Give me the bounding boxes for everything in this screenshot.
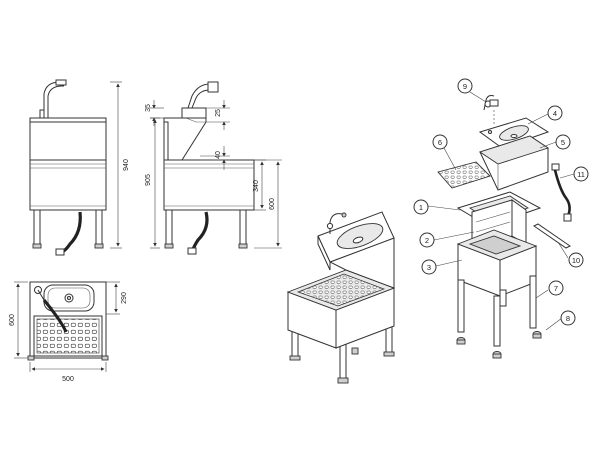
dim-bowl-height: 905 <box>145 174 152 186</box>
front-tap-spout-icon <box>47 85 64 118</box>
part-3-cabinet <box>456 229 538 297</box>
side-elevation: 35 905 25 40 340 600 <box>145 81 282 255</box>
dim-total-height: 940 <box>123 159 130 171</box>
svg-text:4: 4 <box>553 109 557 118</box>
callout-5: 5 <box>555 134 571 150</box>
dim-bowl-depth: 290 <box>121 292 128 304</box>
front-leg-right <box>95 209 103 247</box>
callout-10: 10 <box>568 252 584 268</box>
dim-plan-depth: 600 <box>9 314 16 326</box>
front-upper-body <box>29 121 107 161</box>
svg-text:3: 3 <box>427 263 431 272</box>
callout-11: 11 <box>573 166 589 182</box>
svg-text:7: 7 <box>554 284 558 293</box>
callout-4: 4 <box>547 105 563 121</box>
callout-2: 2 <box>419 232 435 248</box>
iso-grate <box>296 273 386 307</box>
part-9-tap <box>483 95 499 126</box>
plan-view: 600 290 500 <box>9 281 128 383</box>
iso-tap-icon <box>329 213 343 234</box>
callout-7: 7 <box>548 280 564 296</box>
exploded-view: 9 4 5 6 11 1 2 3 <box>413 78 589 359</box>
svg-text:10: 10 <box>572 256 580 265</box>
dim-counter-height: 600 <box>269 198 276 210</box>
iso-hand-bowl <box>336 223 384 249</box>
dim-plan-width: 500 <box>62 376 74 383</box>
svg-text:2: 2 <box>425 236 429 245</box>
part-10-bar <box>533 223 571 249</box>
svg-text:8: 8 <box>566 314 570 323</box>
front-elevation: 940 <box>29 79 130 256</box>
plan-hose <box>42 299 68 333</box>
side-drain-hose <box>190 211 209 253</box>
svg-text:9: 9 <box>463 82 467 91</box>
front-leg-left <box>33 209 41 247</box>
callout-3: 3 <box>421 259 437 275</box>
dim-pedestal-depth: 340 <box>253 180 260 192</box>
callout-9: 9 <box>457 78 473 94</box>
side-leg-right <box>239 209 247 247</box>
front-lower-body <box>29 159 107 211</box>
front-top-ledge <box>29 117 107 123</box>
part-7-legs <box>457 275 537 347</box>
side-bowl-profile <box>163 117 207 161</box>
front-drain-hose <box>61 211 82 254</box>
side-leg-left <box>165 209 173 247</box>
callout-6: 6 <box>432 134 448 150</box>
svg-text:1: 1 <box>419 203 423 212</box>
isometric-assembled-view <box>286 211 396 384</box>
callout-8: 8 <box>560 310 576 326</box>
part-6-grate <box>437 161 491 189</box>
dim-top-gap-a: 35 <box>145 104 152 112</box>
svg-text:6: 6 <box>438 138 442 147</box>
part-4-bowl-plate <box>478 117 550 149</box>
part-11-hose <box>551 163 572 222</box>
svg-text:11: 11 <box>577 170 585 179</box>
part-5-housing <box>478 135 550 191</box>
dim-spout-gap: 40 <box>215 151 222 159</box>
svg-text:5: 5 <box>561 138 565 147</box>
callout-1: 1 <box>413 199 429 215</box>
dim-top-gap-b: 25 <box>215 109 222 117</box>
side-lower-body <box>163 159 255 211</box>
part-8-feet <box>456 331 542 359</box>
